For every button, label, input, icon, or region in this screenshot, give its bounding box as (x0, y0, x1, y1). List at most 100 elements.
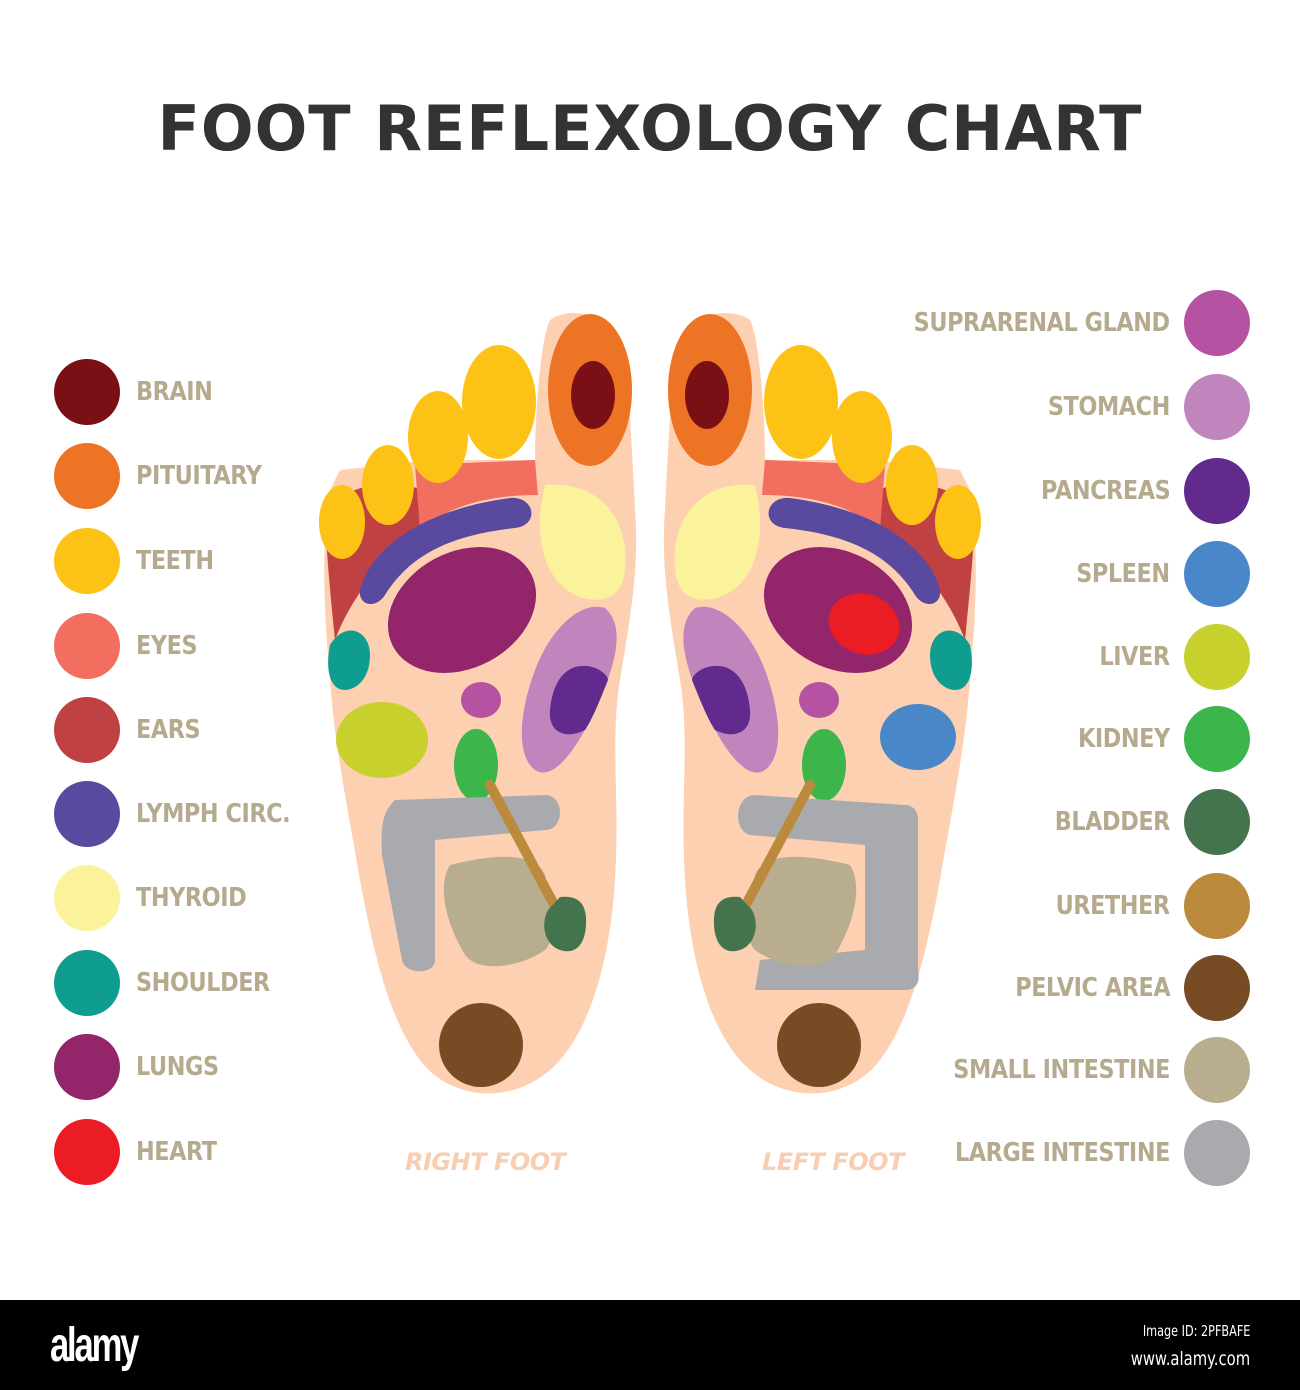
legend-label: LYMPH CIRC. (136, 799, 291, 829)
large-intestine-swatch (1184, 1120, 1250, 1186)
urether-swatch (1184, 873, 1250, 939)
pelvic-area-swatch (1184, 955, 1250, 1021)
alamy-logo: alamy (50, 1319, 139, 1372)
urether-line (737, 780, 815, 917)
pituitary-swatch (54, 443, 120, 509)
legend-item-urether: URETHER (1037, 873, 1250, 939)
legend-item-bladder: BLADDER (1036, 789, 1250, 855)
thyroid-zone (674, 484, 761, 600)
legend-label: LARGE INTESTINE (955, 1138, 1170, 1168)
pelvic-area-zone (777, 1003, 861, 1087)
small-intestine-zone (443, 856, 553, 967)
teeth-swatch (54, 528, 120, 594)
legend-label: URETHER (1055, 891, 1171, 921)
legend-label: BLADDER (1054, 807, 1171, 837)
bladder-zone (713, 896, 756, 952)
brain-spot (685, 361, 729, 429)
teeth-toe-3 (408, 391, 468, 483)
legend-item-small-intestine: SMALL INTESTINE (918, 1037, 1250, 1103)
footer-url: www.alamy.com (1130, 1348, 1250, 1370)
lungs-zone (387, 547, 537, 673)
large-intestine-zone (381, 795, 560, 972)
teeth-toe-2 (462, 345, 536, 459)
bladder-swatch (1184, 789, 1250, 855)
small-intestine-zone (747, 856, 857, 967)
suprarenal-gland-swatch (1184, 290, 1250, 356)
thyroid-zone (539, 484, 626, 600)
legend-label: TEETH (136, 546, 214, 576)
shoulder-swatch (54, 950, 120, 1016)
shoulder-zone (328, 630, 370, 690)
legend-item-stomach: STOMACH (1028, 374, 1250, 440)
legend-item-lymph: LYMPH CIRC. (54, 781, 315, 847)
teeth-toe-5 (319, 485, 365, 559)
heart-swatch (54, 1119, 120, 1185)
legend-item-kidney: KIDNEY (1063, 706, 1250, 772)
legend-item-teeth: TEETH (54, 528, 226, 594)
legend-label: SHOULDER (136, 968, 270, 998)
lungs-swatch (54, 1034, 120, 1100)
urether-line (485, 780, 563, 917)
small-intestine-swatch (1184, 1037, 1250, 1103)
pelvic-area-zone (439, 1003, 523, 1087)
right-foot-caption: RIGHT FOOT (405, 1148, 566, 1176)
legend-item-thyroid: THYROID (54, 865, 264, 931)
legend-label: PITUITARY (136, 461, 262, 491)
legend-item-heart: HEART (54, 1119, 230, 1185)
spleen-zone (880, 704, 956, 770)
legend-item-spleen: SPLEEN (1061, 541, 1250, 607)
legend-label: SMALL INTESTINE (953, 1055, 1170, 1085)
liver-zone (336, 702, 428, 778)
legend-label: PANCREAS (1040, 476, 1171, 506)
legend-item-liver: LIVER (1088, 624, 1250, 690)
pancreas-zone (692, 665, 751, 735)
legend-item-brain: BRAIN (54, 359, 225, 425)
suprarenal-gland-spot (461, 682, 501, 718)
teeth-toe-2 (764, 345, 838, 459)
stomach-swatch (1184, 374, 1250, 440)
liver-swatch (1184, 624, 1250, 690)
legend-item-lungs: LUNGS (54, 1034, 232, 1100)
pancreas-swatch (1184, 458, 1250, 524)
teeth-toe-4 (886, 445, 938, 525)
brain-swatch (54, 359, 120, 425)
heart-zone (828, 593, 900, 655)
teeth-toe-4 (362, 445, 414, 525)
page-title: FOOT REFLEXOLOGY CHART (157, 92, 1143, 165)
legend-label: HEART (136, 1137, 217, 1167)
legend-label: BRAIN (136, 377, 213, 407)
spleen-swatch (1184, 541, 1250, 607)
legend-label: SPLEEN (1076, 559, 1171, 589)
legend-label: SUPRARENAL GLAND (913, 308, 1170, 338)
shoulder-zone (930, 630, 972, 690)
legend-label: EARS (136, 715, 201, 745)
lymph-arc (768, 497, 941, 605)
brain-spot (571, 361, 615, 429)
footer-bar: alamy Image ID: 2PFBAFE www.alamy.com (0, 1300, 1300, 1390)
legend-item-pituitary: PITUITARY (54, 443, 282, 509)
pancreas-zone (549, 665, 608, 735)
bladder-zone (544, 896, 587, 952)
legend-label: STOMACH (1047, 392, 1170, 422)
legend-item-ears: EARS (54, 697, 211, 763)
legend-item-pelvic-area: PELVIC AREA (990, 955, 1250, 1021)
eyes-swatch (54, 613, 120, 679)
legend-item-suprarenal-gland: SUPRARENAL GLAND (872, 290, 1250, 356)
lymph-swatch (54, 781, 120, 847)
large-intestine-zone (738, 795, 919, 990)
lymph-arc (359, 497, 532, 605)
legend-item-shoulder: SHOULDER (54, 950, 292, 1016)
suprarenal-gland-spot (799, 682, 839, 718)
teeth-toe-3 (832, 391, 892, 483)
teeth-toe-5 (935, 485, 981, 559)
left-foot-caption: LEFT FOOT (762, 1148, 904, 1176)
legend-label: PELVIC AREA (1014, 973, 1170, 1003)
legend-item-large-intestine: LARGE INTESTINE (920, 1120, 1250, 1186)
left-foot-diagram (663, 312, 981, 1094)
kidney-swatch (1184, 706, 1250, 772)
legend-label: EYES (136, 631, 198, 661)
legend-label: LIVER (1099, 642, 1171, 672)
ears-swatch (54, 697, 120, 763)
legend-label: LUNGS (136, 1052, 219, 1082)
legend-label: KIDNEY (1078, 724, 1170, 754)
